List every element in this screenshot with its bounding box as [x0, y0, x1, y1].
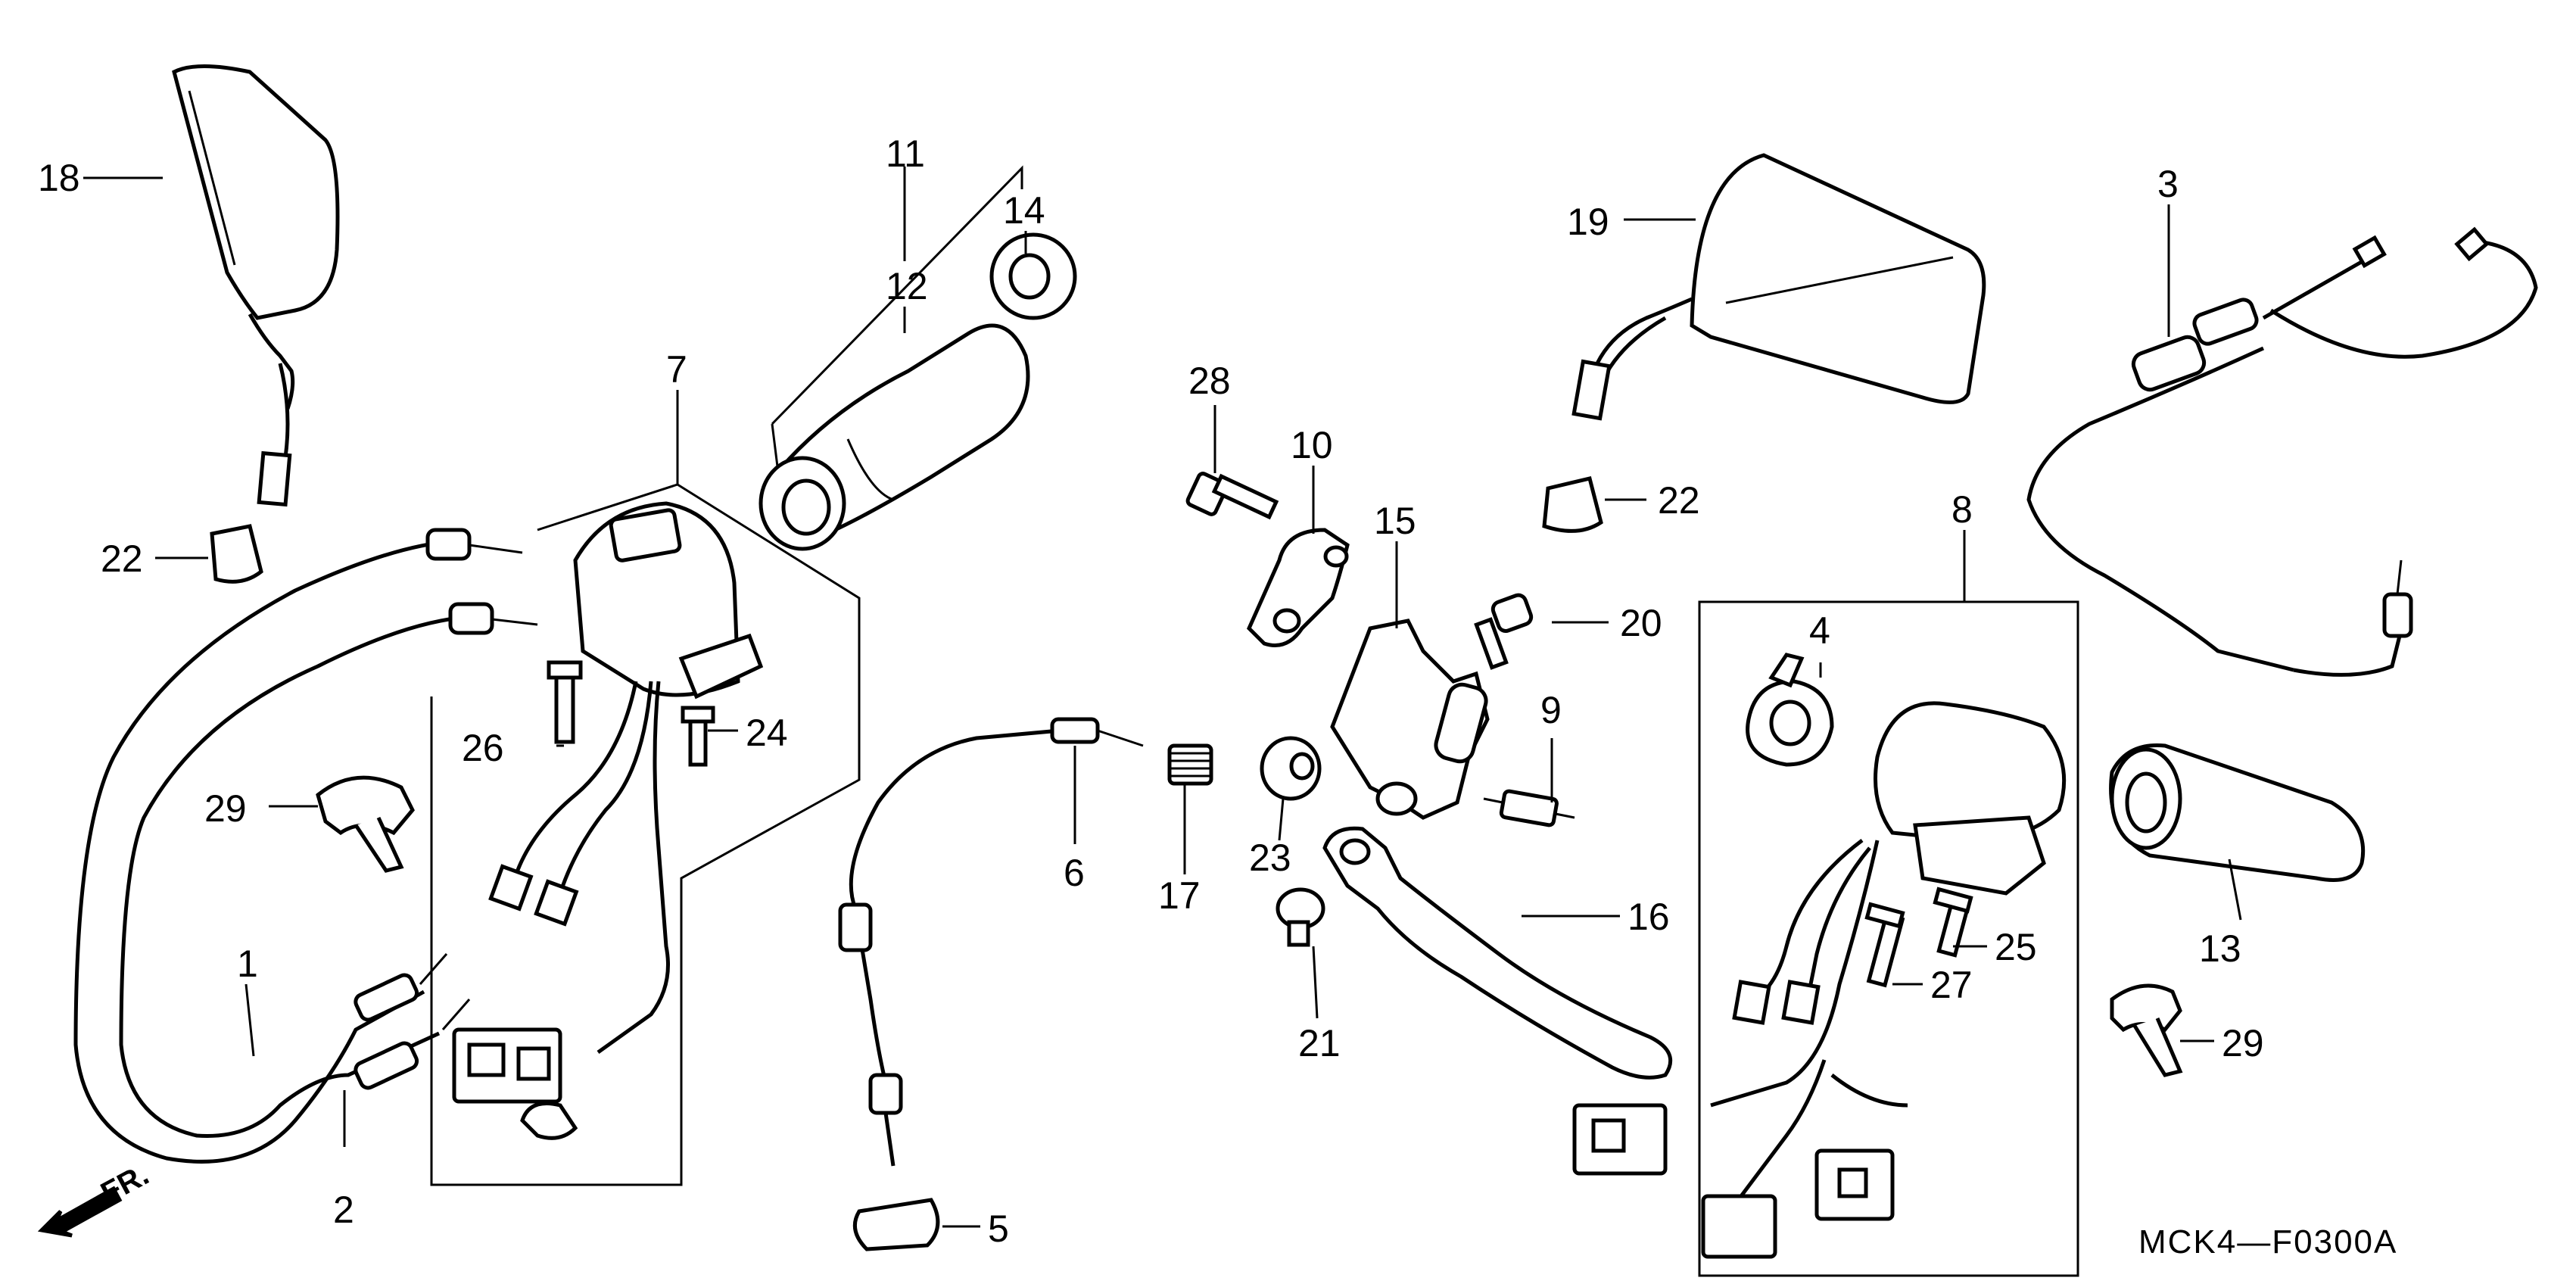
callout-29-left: 29 — [204, 787, 247, 830]
callout-16: 16 — [1628, 896, 1670, 938]
callout-22-left: 22 — [101, 538, 143, 580]
callout-7: 7 — [666, 348, 687, 391]
callout-27: 27 — [1930, 964, 1973, 1006]
callout-1: 1 — [237, 943, 258, 985]
choke-cable — [2026, 226, 2538, 677]
callout-8: 8 — [1951, 488, 1973, 531]
callout-22-right: 22 — [1658, 479, 1700, 522]
callout-13: 13 — [2199, 927, 2241, 970]
callout-28: 28 — [1188, 360, 1231, 402]
callout-6: 6 — [1064, 852, 1085, 894]
screw-25 — [1933, 887, 1973, 958]
callout-23: 23 — [1249, 837, 1291, 879]
right-cable-clamp — [2110, 983, 2183, 1077]
callout-19: 19 — [1567, 201, 1609, 243]
callout-21: 21 — [1298, 1022, 1341, 1064]
callout-20: 20 — [1620, 602, 1662, 644]
callout-29-right: 29 — [2222, 1022, 2264, 1064]
callout-14: 14 — [1003, 189, 1045, 232]
left-switch-housing — [430, 483, 861, 1186]
left-cable-clamp — [316, 775, 415, 873]
right-mirror-cap — [1542, 476, 1603, 533]
left-handle-grip — [2109, 743, 2366, 882]
throttle-grip — [758, 165, 1030, 551]
clutch-lever-16 — [1322, 826, 1673, 1080]
lever-holder-10 — [1247, 528, 1350, 647]
callout-4: 4 — [1809, 609, 1830, 652]
callout-15: 15 — [1374, 500, 1416, 542]
diagram-code: MCK4—F0300A — [2138, 1223, 2397, 1261]
bar-end-weight-14 — [989, 232, 1077, 320]
callout-5: 5 — [988, 1208, 1009, 1250]
front-direction-arrow — [37, 1186, 123, 1238]
callout-11: 11 — [886, 132, 925, 175]
callout-2: 2 — [333, 1189, 354, 1231]
left-mirror — [172, 64, 340, 507]
left-mirror-cap — [210, 524, 263, 584]
callout-25: 25 — [1995, 926, 2037, 968]
clutch-switch-9 — [1483, 789, 1575, 827]
throttle-cables — [73, 528, 538, 1164]
callout-24: 24 — [746, 712, 788, 754]
nut-23 — [1260, 736, 1322, 801]
leader-lines — [83, 167, 2242, 1228]
right-mirror — [1571, 153, 1986, 421]
screw-27 — [1864, 902, 1905, 988]
screw-26 — [547, 660, 583, 744]
callout-3: 3 — [2157, 163, 2179, 205]
callout-9: 9 — [1540, 689, 1562, 731]
clutch-cable — [838, 717, 1144, 1251]
pivot-bolt-20 — [1474, 593, 1534, 670]
bolt-28 — [1185, 472, 1279, 520]
callout-12: 12 — [886, 265, 928, 307]
screw-21 — [1276, 887, 1325, 947]
lever-bracket-15 — [1330, 619, 1490, 820]
callout-17: 17 — [1158, 874, 1201, 917]
callout-18: 18 — [38, 157, 80, 199]
cable-adjuster-17 — [1167, 743, 1213, 786]
callout-26: 26 — [462, 727, 504, 769]
right-switch-housing — [1572, 600, 2079, 1277]
screw-24 — [681, 706, 715, 767]
callout-10: 10 — [1291, 424, 1333, 466]
